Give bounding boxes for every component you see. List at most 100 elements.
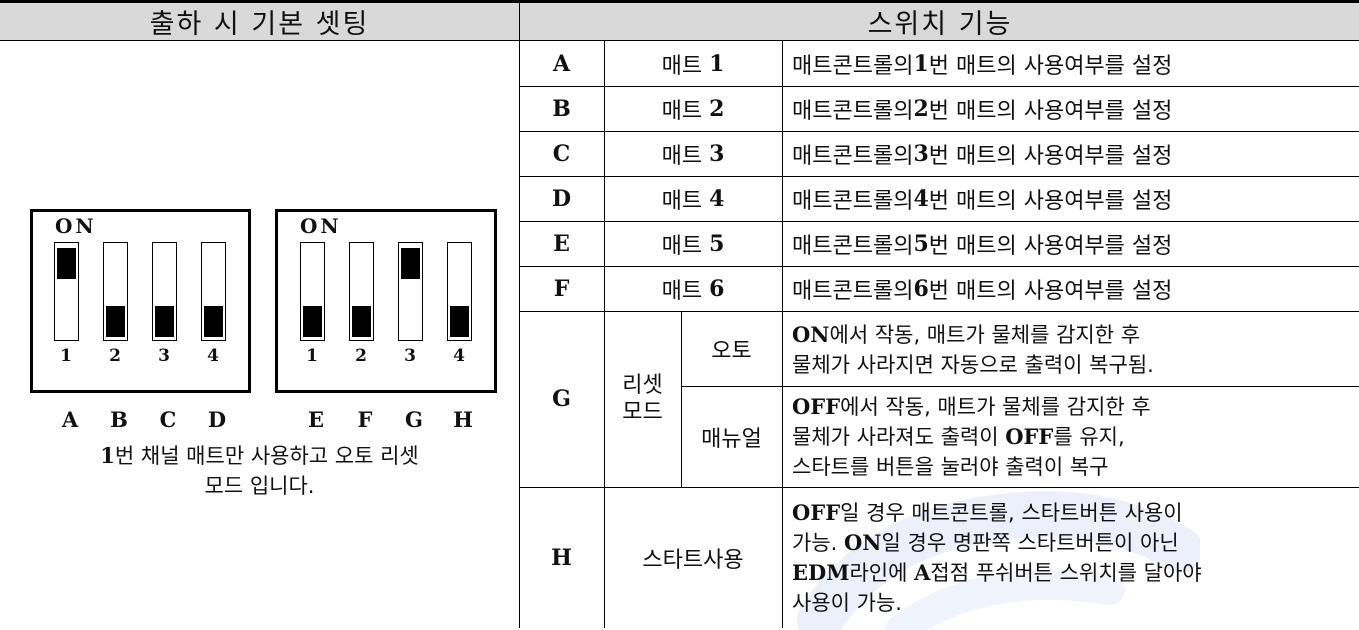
- desc-text: 일 경우 매트콘트롤, 스타트버튼 사용이: [840, 501, 1183, 525]
- desc-line: 물체가 사라져도 출력이 OFF를 유지,: [782, 422, 1125, 452]
- desc-text: 에서 작동, 매트가 물체를 감지한 후: [840, 395, 1151, 419]
- mat-label: 매트 3: [604, 131, 782, 176]
- desc-text: 번 매트의 사용여부를 설정: [928, 53, 1173, 79]
- table-line: [519, 221, 1359, 222]
- mat-word: 매트: [661, 98, 703, 124]
- auto-mode-label: 오토: [711, 338, 752, 364]
- auto-mode-description: ON에서 작동, 매트가 물체를 감지한 후 물체가 사라지면 자동으로 출력이…: [782, 313, 1359, 386]
- switch-number: 1: [306, 346, 318, 366]
- table-line: [782, 311, 783, 628]
- switch-letter: C: [159, 407, 177, 432]
- bold-term: ON: [792, 321, 830, 347]
- switch-knob: [303, 306, 322, 337]
- switch-number: 2: [109, 346, 121, 366]
- switch-knob: [401, 248, 420, 279]
- table-line: [519, 266, 1359, 267]
- on-label: ON: [300, 214, 342, 238]
- dip-switch-1[interactable]: [300, 242, 325, 341]
- row-key: F: [553, 275, 570, 302]
- table-line: [519, 176, 1359, 177]
- desc-line: 사용이 가능.: [792, 591, 902, 615]
- table-line: [681, 311, 682, 487]
- desc-text: 물체가 사라져도 출력이: [792, 425, 1006, 449]
- default-setting-caption: 1번 채널 매트만 사용하고 오토 리셋 모드 입니다.: [0, 441, 519, 501]
- dip-switch-2[interactable]: [103, 242, 128, 341]
- dip-switch-block-2: ON 1 2 3 4: [275, 209, 497, 393]
- dip-switch-block-1: ON 1 2 3 4: [30, 209, 251, 393]
- header-default-settings: 출하 시 기본 셋팅: [0, 3, 519, 41]
- desc-line: 가능. ON일 경우 명판쪽 스타트버튼이 아닌: [782, 528, 1179, 558]
- desc-number: 5: [913, 230, 929, 257]
- dip-switch-3[interactable]: [398, 242, 423, 341]
- table-line: [519, 41, 520, 628]
- switch-number: 3: [158, 346, 170, 366]
- desc-number: 2: [913, 95, 929, 122]
- switch-number: 1: [60, 346, 72, 366]
- switch-number: 4: [207, 346, 219, 366]
- reset-mode-label: 리셋 모드: [604, 311, 681, 487]
- desc-number: 4: [913, 185, 929, 212]
- desc-number: 3: [913, 140, 929, 167]
- desc-text: 매트콘트롤의: [792, 188, 914, 214]
- switch-knob: [106, 306, 125, 337]
- desc-text: 번 매트의 사용여부를 설정: [928, 278, 1173, 304]
- on-label: ON: [55, 214, 97, 238]
- desc-line: 물체가 사라지면 자동으로 출력이 복구됨.: [792, 352, 1154, 377]
- bold-term: OFF: [792, 500, 841, 525]
- bold-term: OFF: [1005, 424, 1054, 449]
- bold-term: ON: [844, 530, 882, 555]
- table-line: [604, 41, 605, 628]
- start-use-label: 스타트사용: [642, 547, 744, 573]
- desc-line: OFF에서 작동, 매트가 물체를 감지한 후: [782, 392, 1151, 422]
- dip-switch-4[interactable]: [201, 242, 226, 341]
- mat-number: 3: [709, 140, 725, 167]
- desc-text: 일 경우 명판쪽 스타트버튼이 아닌: [881, 531, 1179, 555]
- switch-knob: [204, 306, 223, 337]
- switch-knob: [450, 306, 469, 337]
- desc-text: 접점 푸쉬버튼 스위치를 달아야: [930, 561, 1202, 585]
- table-line: [681, 386, 1359, 387]
- desc-line: 스타트를 버튼을 눌러야 출력이 복구: [792, 455, 1109, 479]
- reset-mode-line-1: 리셋: [622, 373, 663, 398]
- mat-number: 5: [709, 230, 725, 257]
- mat-label: 매트 6: [604, 266, 782, 311]
- switch-number: 3: [404, 346, 416, 366]
- mat-number: 1: [709, 50, 725, 77]
- desc-number: 1: [913, 50, 929, 77]
- row-key: E: [553, 230, 570, 257]
- mat-word: 매트: [661, 233, 703, 259]
- mat-word: 매트: [661, 143, 703, 169]
- dip-switch-3[interactable]: [152, 242, 177, 341]
- desc-line: OFF일 경우 매트콘트롤, 스타트버튼 사용이: [782, 498, 1183, 528]
- mat-label: 매트 4: [604, 176, 782, 221]
- mat-number: 2: [709, 95, 725, 122]
- dip-switch-4[interactable]: [447, 242, 472, 341]
- switch-letter: H: [453, 407, 473, 432]
- desc-text: 매트콘트롤의: [792, 143, 914, 169]
- row-key: B: [552, 95, 571, 122]
- switch-letter: F: [357, 407, 373, 432]
- switch-letter: A: [61, 407, 79, 432]
- table-line: [519, 131, 1359, 132]
- caption-line-1: 번 채널 매트만 사용하고 오토 리셋: [114, 444, 419, 468]
- mat-word: 매트: [661, 53, 703, 79]
- desc-text: 가능.: [792, 531, 844, 555]
- mat-number: 4: [709, 185, 725, 212]
- desc-text: 에서 작동, 매트가 물체를 감지한 후: [829, 322, 1141, 347]
- dip-switch-1[interactable]: [54, 242, 79, 341]
- mat-number: 6: [709, 275, 725, 302]
- desc-text: 라인에: [849, 561, 915, 585]
- table-line: [519, 311, 1359, 312]
- start-use-description: OFF일 경우 매트콘트롤, 스타트버튼 사용이 가능. ON일 경우 명판쪽 …: [782, 488, 1359, 628]
- switch-letter: B: [110, 407, 128, 432]
- manual-mode-label: 매뉴얼: [701, 426, 762, 452]
- switch-number: 2: [355, 346, 367, 366]
- desc-text: 매트콘트롤의: [792, 233, 914, 259]
- dip-switch-2[interactable]: [349, 242, 374, 341]
- bold-term: A: [914, 560, 931, 585]
